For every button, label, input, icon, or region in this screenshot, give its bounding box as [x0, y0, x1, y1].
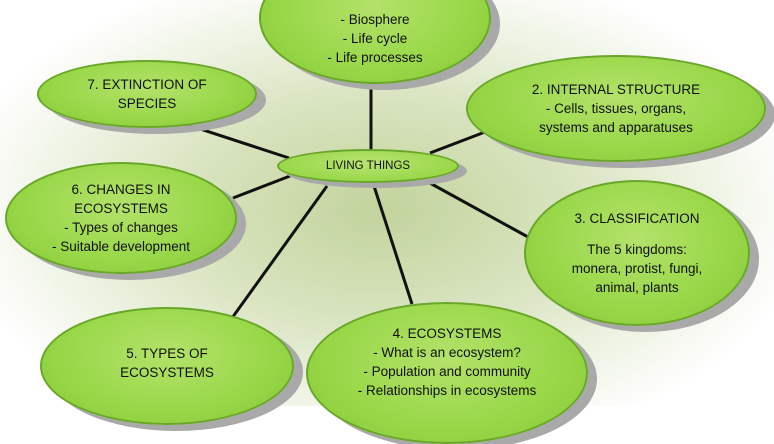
node-2-line-2: systems and apparatuses — [539, 120, 693, 135]
link-to-node-7 — [184, 122, 290, 160]
node-extinction-of-species: 7. EXTINCTION OF SPECIES — [37, 60, 257, 128]
node-4-line-2: - Population and community — [363, 364, 531, 379]
node-3-line-1: The 5 kingdoms: — [587, 242, 687, 257]
node-1-line-1: - Biosphere — [340, 11, 410, 27]
node-internal-structure: 2. INTERNAL STRUCTURE - Cells, tissues, … — [466, 55, 766, 162]
node-1-line-3: - Life processes — [327, 49, 423, 65]
link-to-node-6 — [232, 174, 291, 200]
center-label: LIVING THINGS — [325, 160, 411, 172]
node-7-title-1: 7. EXTINCTION OF — [87, 77, 207, 92]
connector-lines — [184, 82, 529, 319]
link-to-node-5 — [230, 185, 329, 319]
node-3-title: 3. CLASSIFICATION — [574, 211, 700, 226]
link-to-node-4 — [372, 185, 414, 305]
node-4-title: 4. ECOSYSTEMS — [392, 326, 502, 341]
node-changes-in-ecosystems: 6. CHANGES IN ECOSYSTEMS - Types of chan… — [5, 162, 237, 274]
node-5-title-1: 5. TYPES OF — [126, 346, 208, 361]
node-ecosystems: 4. ECOSYSTEMS - What is an ecosystem? - … — [306, 302, 588, 444]
link-to-node-2 — [429, 130, 486, 155]
node-2-title: 2. INTERNAL STRUCTURE — [531, 82, 701, 97]
node-3-line-2: monera, protist, fungi, — [571, 261, 703, 276]
node-types-of-ecosystems: 5. TYPES OF ECOSYSTEMS — [40, 307, 294, 425]
node-classification: 3. CLASSIFICATION The 5 kingdoms: monera… — [524, 180, 750, 326]
node-6-title-2: ECOSYSTEMS — [74, 201, 168, 216]
node-5-title-2: ECOSYSTEMS — [120, 365, 214, 380]
link-to-node-3 — [427, 180, 529, 239]
center-node-living-things: LIVING THINGS — [277, 149, 459, 183]
node-4-line-3: - Relationships in ecosystems — [357, 383, 537, 398]
node-2-line-1: - Cells, tissues, organs, — [545, 101, 687, 116]
node-6-line-2: - Suitable development — [51, 239, 191, 254]
node-7-title-2: SPECIES — [117, 96, 177, 111]
node-3-line-3: animal, plants — [595, 280, 679, 295]
node-1-line-2: - Life cycle — [342, 30, 408, 46]
node-6-line-1: - Types of changes — [64, 220, 178, 235]
node-6-title-1: 6. CHANGES IN — [71, 182, 171, 197]
node-4-line-1: - What is an ecosystem? — [373, 345, 521, 360]
